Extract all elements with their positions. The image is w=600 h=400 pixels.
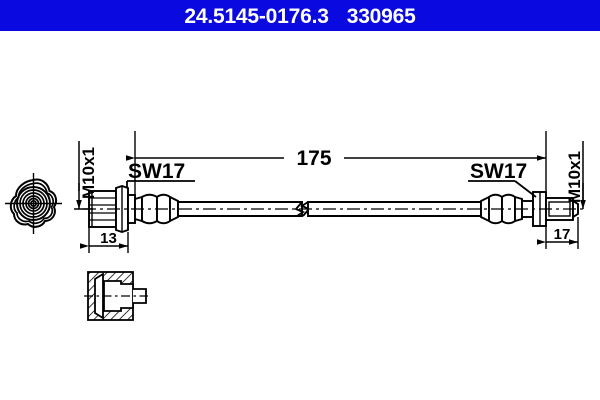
- dimension-13-label: 13: [100, 230, 117, 247]
- right-hex-leader: [468, 180, 537, 198]
- dimension-17-label: 17: [554, 226, 571, 243]
- end-view-circle-3: [22, 192, 45, 215]
- end-view-circle-1: [16, 186, 51, 221]
- fitting-section-view: [84, 271, 148, 321]
- end-view-circle-4: [25, 195, 42, 212]
- end-view-outer-lobes: [9, 178, 58, 228]
- hex-nut-end-view: [5, 173, 62, 234]
- end-view-circle-2: [19, 189, 48, 218]
- section-inner-chamber: [103, 280, 134, 312]
- header-bar: 24.5145-0176.3 330965: [0, 0, 600, 31]
- header-title-group: 24.5145-0176.3 330965: [184, 5, 415, 29]
- drawing-canvas: 175 M10x1 SW17 13: [5, 131, 586, 321]
- hose-break-symbol: [294, 201, 311, 217]
- right-sw17-angled: [514, 180, 537, 198]
- end-view-circle-6: [30, 200, 37, 207]
- left-thread-leader: [74, 141, 93, 210]
- left-hex-leader: [126, 180, 195, 188]
- dimension-right-length: [537, 217, 579, 249]
- left-hex-label: SW17: [128, 160, 185, 183]
- reference-number-label: 330965: [346, 4, 416, 28]
- left-thread-label: M10x1: [79, 147, 98, 199]
- dimension-175-label: 175: [296, 147, 331, 170]
- end-view-circle-5: [27, 197, 40, 210]
- part-number-label: 24.5145-0176.3: [184, 4, 329, 28]
- left-thread-lines: [89, 197, 116, 221]
- technical-drawing: 175 M10x1 SW17 13: [0, 31, 600, 400]
- right-thread-label: M10x1: [565, 151, 584, 203]
- hose-assembly-side-view: [83, 184, 583, 234]
- dimension-overall-length: [126, 131, 547, 199]
- right-hex-label: SW17: [470, 160, 527, 183]
- dimension-left-length: [80, 227, 129, 253]
